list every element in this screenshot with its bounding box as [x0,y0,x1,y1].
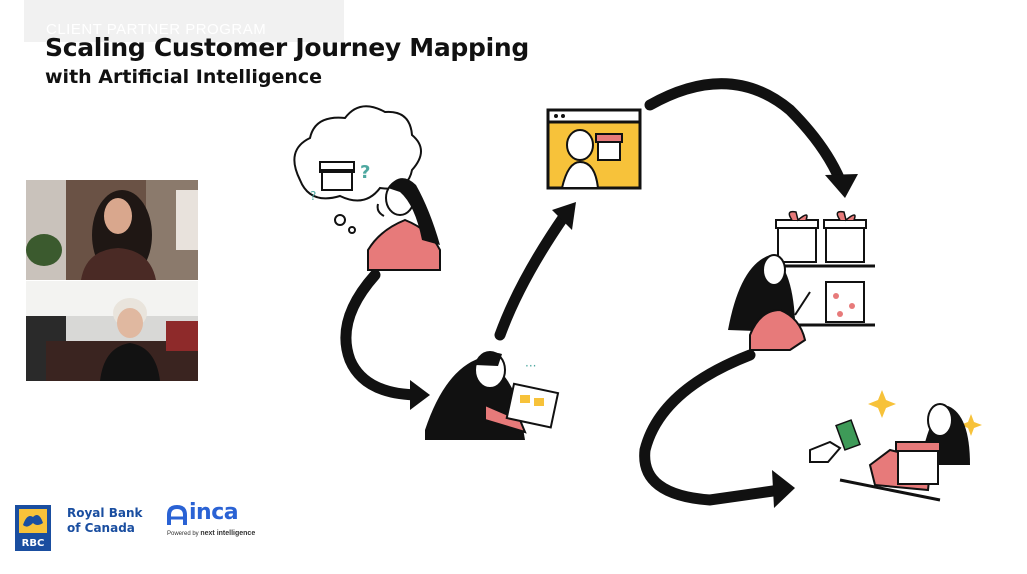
video-ad-screen [546,108,642,190]
rbc-wordmark-line2: of Canada [67,521,135,535]
inca-powered-by: Powered by next intelligence [167,530,287,537]
store-shelf-figure [728,210,875,351]
participant-video-1[interactable] [26,180,198,280]
journey-illustration: ? ? ··· [293,78,982,508]
svg-text:?: ? [310,189,316,203]
rbc-wordmark-line1: Royal Bank [67,506,143,520]
rbc-shield-logo: RBC [15,505,51,551]
svg-text:?: ? [360,162,370,183]
inca-powered-brand: next intelligence [200,530,256,537]
thinking-customer-figure: ? ? [293,105,441,271]
program-banner: CLIENT PARTNER PROGRAM [24,0,344,42]
svg-text:···: ··· [525,359,536,373]
slide-title: Scaling Customer Journey Mapping [45,33,529,62]
rbc-shield-text: RBC [22,538,45,549]
inca-powered-label: Powered by [167,531,199,537]
participant-video-2[interactable] [26,281,198,381]
inca-a-icon [167,505,187,525]
rbc-wordmark: Royal Bank of Canada [67,506,142,536]
browsing-customer-figure: ··· [425,351,560,440]
inca-wordmark: inca [189,500,239,525]
purchase-figure [809,390,982,502]
slide-subtitle: with Artificial Intelligence [45,66,323,88]
